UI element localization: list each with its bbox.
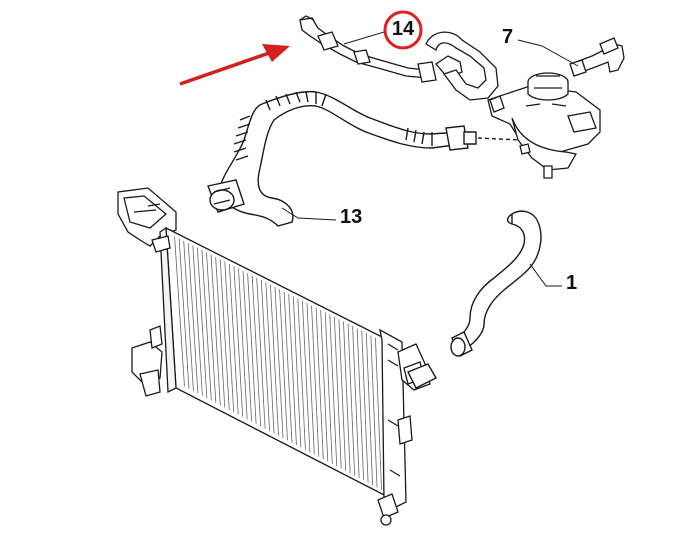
radiator-fin <box>306 303 315 455</box>
radiator-fin <box>265 282 275 434</box>
radiator-fin <box>247 273 257 424</box>
callout-1: 1 <box>566 272 578 294</box>
highlight-circle <box>383 10 423 50</box>
radiator-fin <box>343 321 351 474</box>
radiator-fin <box>320 310 329 462</box>
radiator-fin <box>187 243 199 394</box>
radiator-fin <box>238 268 248 420</box>
radiator-fin <box>338 319 347 471</box>
radiator-fin <box>315 307 324 460</box>
radiator-fin <box>352 326 360 478</box>
radiator-fin <box>329 314 338 467</box>
radiator-fin <box>183 240 194 392</box>
radiator-fin <box>210 254 221 406</box>
radiator-fin <box>274 286 284 439</box>
radiator-fin <box>260 280 270 431</box>
radiator-fin <box>228 263 239 415</box>
expansion-tank <box>487 72 601 179</box>
radiator-fin <box>288 293 297 446</box>
radiator-fin <box>292 296 302 448</box>
radiator-fin <box>242 270 253 422</box>
radiator-fin <box>324 312 333 464</box>
leader-lines <box>281 31 579 287</box>
radiator-fin <box>251 275 262 427</box>
radiator-fin <box>256 277 266 429</box>
leader-14 <box>343 31 385 45</box>
hose-13 <box>207 90 521 227</box>
hose-1 <box>407 210 542 389</box>
radiator-fin <box>375 337 382 490</box>
radiator-fin <box>206 252 217 403</box>
radiator-fin <box>224 261 235 413</box>
leader-7 <box>517 39 579 67</box>
radiator-fin <box>178 238 190 389</box>
leader-1 <box>529 263 562 287</box>
radiator-fin <box>370 335 378 488</box>
radiator-fin <box>361 330 369 483</box>
hose-7 <box>569 37 625 77</box>
radiator-fin <box>365 333 373 485</box>
radiator-fin <box>192 245 203 396</box>
radiator-fin <box>283 291 293 443</box>
radiator-fin <box>201 250 212 401</box>
radiator-fin <box>333 316 342 469</box>
radiator-fin <box>347 323 356 476</box>
leader-13 <box>281 207 337 221</box>
hose-14 <box>299 15 499 101</box>
radiator-fin <box>279 289 288 441</box>
callout-13: 13 <box>340 206 363 228</box>
highlight-arrow <box>179 44 290 86</box>
radiator-fin <box>174 236 185 387</box>
radiator-fin <box>219 259 230 410</box>
radiator-fin <box>311 305 320 457</box>
callout-7: 7 <box>502 26 514 48</box>
callout-14: 14 <box>391 18 415 40</box>
radiator-fin <box>270 284 279 436</box>
radiator-fins <box>174 236 382 490</box>
radiator-fin <box>196 247 208 399</box>
radiator-fin <box>215 257 226 408</box>
radiator-fin <box>233 266 244 417</box>
radiator-fin <box>297 298 306 450</box>
radiator-fin <box>356 328 365 481</box>
radiator-fin <box>301 300 311 453</box>
